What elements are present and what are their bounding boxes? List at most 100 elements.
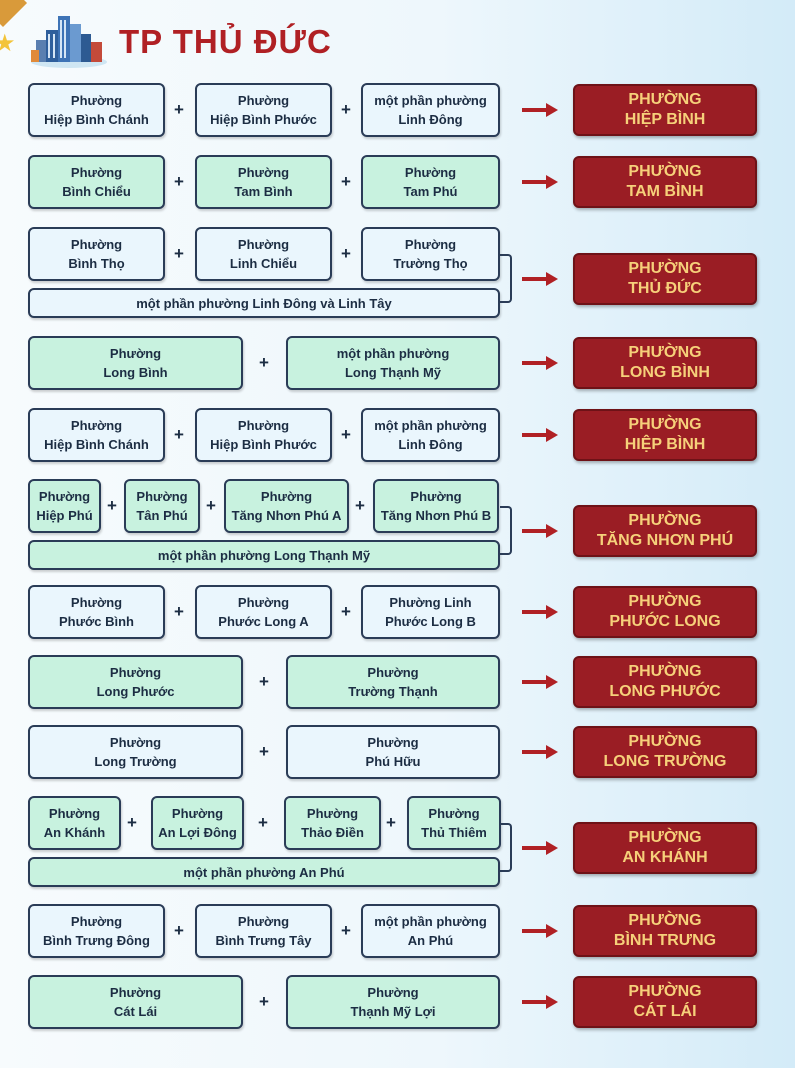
ward-name: Thạnh Mỹ Lợi [350, 1004, 436, 1019]
ward-name: Hiệp Bình Phước [210, 437, 317, 452]
ward-name: Long Bình [103, 365, 168, 380]
ward-prefix: Phường [367, 735, 419, 750]
ward-prefix: Phường [70, 165, 123, 180]
ward-prefix: Phường [70, 914, 123, 929]
result-name: LONG PHƯỚC [609, 683, 721, 700]
ward-name: Tăng Nhơn Phú B [380, 508, 492, 523]
partial-ward-bar: một phần phường Long Thạnh Mỹ [28, 540, 500, 570]
corner-ribbon-icon [0, 0, 28, 28]
arrow-right-icon [522, 605, 558, 619]
result-name: LONG BÌNH [620, 364, 710, 381]
ward-prefix: Phường [367, 985, 419, 1000]
result-prefix: PHƯỜNG [628, 163, 702, 180]
plus-icon: + [174, 100, 184, 119]
ward-name: Long Trường [94, 754, 177, 769]
result-name: PHƯỚC LONG [609, 613, 721, 630]
ward-prefix: Phường [109, 665, 162, 680]
plus-icon: + [259, 353, 269, 372]
ward-prefix: Phường [237, 914, 290, 929]
ward-prefix: Phường [136, 489, 188, 504]
plus-icon: + [341, 602, 351, 621]
result-name: TAM BÌNH [626, 183, 704, 200]
ward-prefix: một phần phường [374, 914, 487, 929]
ward-prefix: Phường Linh [389, 595, 472, 610]
ward-name: An Phú [407, 933, 454, 948]
ward-name: Hiệp Bình Phước [210, 112, 317, 127]
ward-prefix: Phường [404, 165, 457, 180]
result-ward-box: PHƯỜNG PHƯỚC LONG [573, 586, 757, 638]
result-prefix: PHƯỜNG [628, 593, 702, 610]
plus-icon: + [341, 100, 351, 119]
ward-name: An Lợi Đông [158, 825, 237, 840]
result-prefix: PHƯỜNG [628, 983, 702, 1000]
ward-prefix: Phường [109, 346, 162, 361]
arrow-right-icon [522, 523, 558, 538]
ward-prefix: Phường [109, 735, 162, 750]
result-prefix: PHƯỜNG [628, 663, 702, 680]
result-name: CÁT LÁI [633, 1003, 697, 1020]
ward-name: Phước Long A [218, 614, 309, 629]
ward-name: Thảo Điền [301, 825, 364, 840]
result-ward-box: PHƯỜNG LONG PHƯỚC [573, 656, 757, 708]
plus-icon: + [259, 992, 269, 1011]
result-prefix: PHƯỜNG [628, 416, 702, 433]
ward-prefix: Phường [237, 237, 290, 252]
plus-icon: + [174, 921, 184, 940]
ward-name: Hiệp Bình Chánh [44, 112, 149, 127]
plus-icon: + [259, 742, 269, 761]
result-prefix: PHƯỜNG [628, 828, 702, 846]
result-name: HIỆP BÌNH [624, 436, 706, 453]
result-ward-box: PHƯỜNG TĂNG NHƠN PHÚ [573, 504, 757, 557]
ward-name: Trường Thạnh [348, 684, 438, 699]
plus-icon: + [259, 672, 269, 691]
result-prefix: PHƯỜNG [628, 344, 702, 361]
ward-prefix: Phường [237, 595, 290, 610]
star-icon: ★ [0, 30, 16, 57]
arrow-right-icon [522, 428, 558, 442]
ward-prefix: Phường [367, 665, 419, 680]
partial-ward-bar: một phần phường An Phú [28, 857, 500, 887]
plus-icon: + [174, 172, 184, 191]
group-bracket [500, 254, 512, 303]
arrow-right-icon [522, 356, 558, 370]
ward-name: Long Thạnh Mỹ [344, 365, 442, 380]
ward-prefix: Phường [70, 595, 123, 610]
result-name: TĂNG NHƠN PHÚ [596, 531, 734, 549]
plus-icon: + [341, 425, 351, 444]
ward-name: An Khánh [43, 825, 106, 840]
plus-icon: + [174, 425, 184, 444]
ward-name: Cát Lái [113, 1004, 158, 1019]
ward-prefix: Phường [404, 237, 457, 252]
ward-name: Bình Thọ [68, 256, 125, 271]
ward-prefix: một phần phường [374, 418, 487, 433]
ward-name: Tăng Nhơn Phú A [231, 508, 342, 523]
ward-prefix: Phường [38, 489, 91, 504]
arrow-right-icon [522, 175, 558, 189]
result-prefix: PHƯỜNG [628, 511, 702, 529]
result-name: LONG TRƯỜNG [603, 753, 727, 770]
ward-prefix: Phường [237, 165, 290, 180]
plus-icon: + [341, 172, 351, 191]
source-ward-box: một phần phường An Phú [361, 904, 500, 958]
arrow-right-icon [522, 995, 558, 1009]
result-ward-box: PHƯỜNG CÁT LÁI [573, 976, 757, 1028]
result-name: AN KHÁNH [622, 848, 708, 866]
